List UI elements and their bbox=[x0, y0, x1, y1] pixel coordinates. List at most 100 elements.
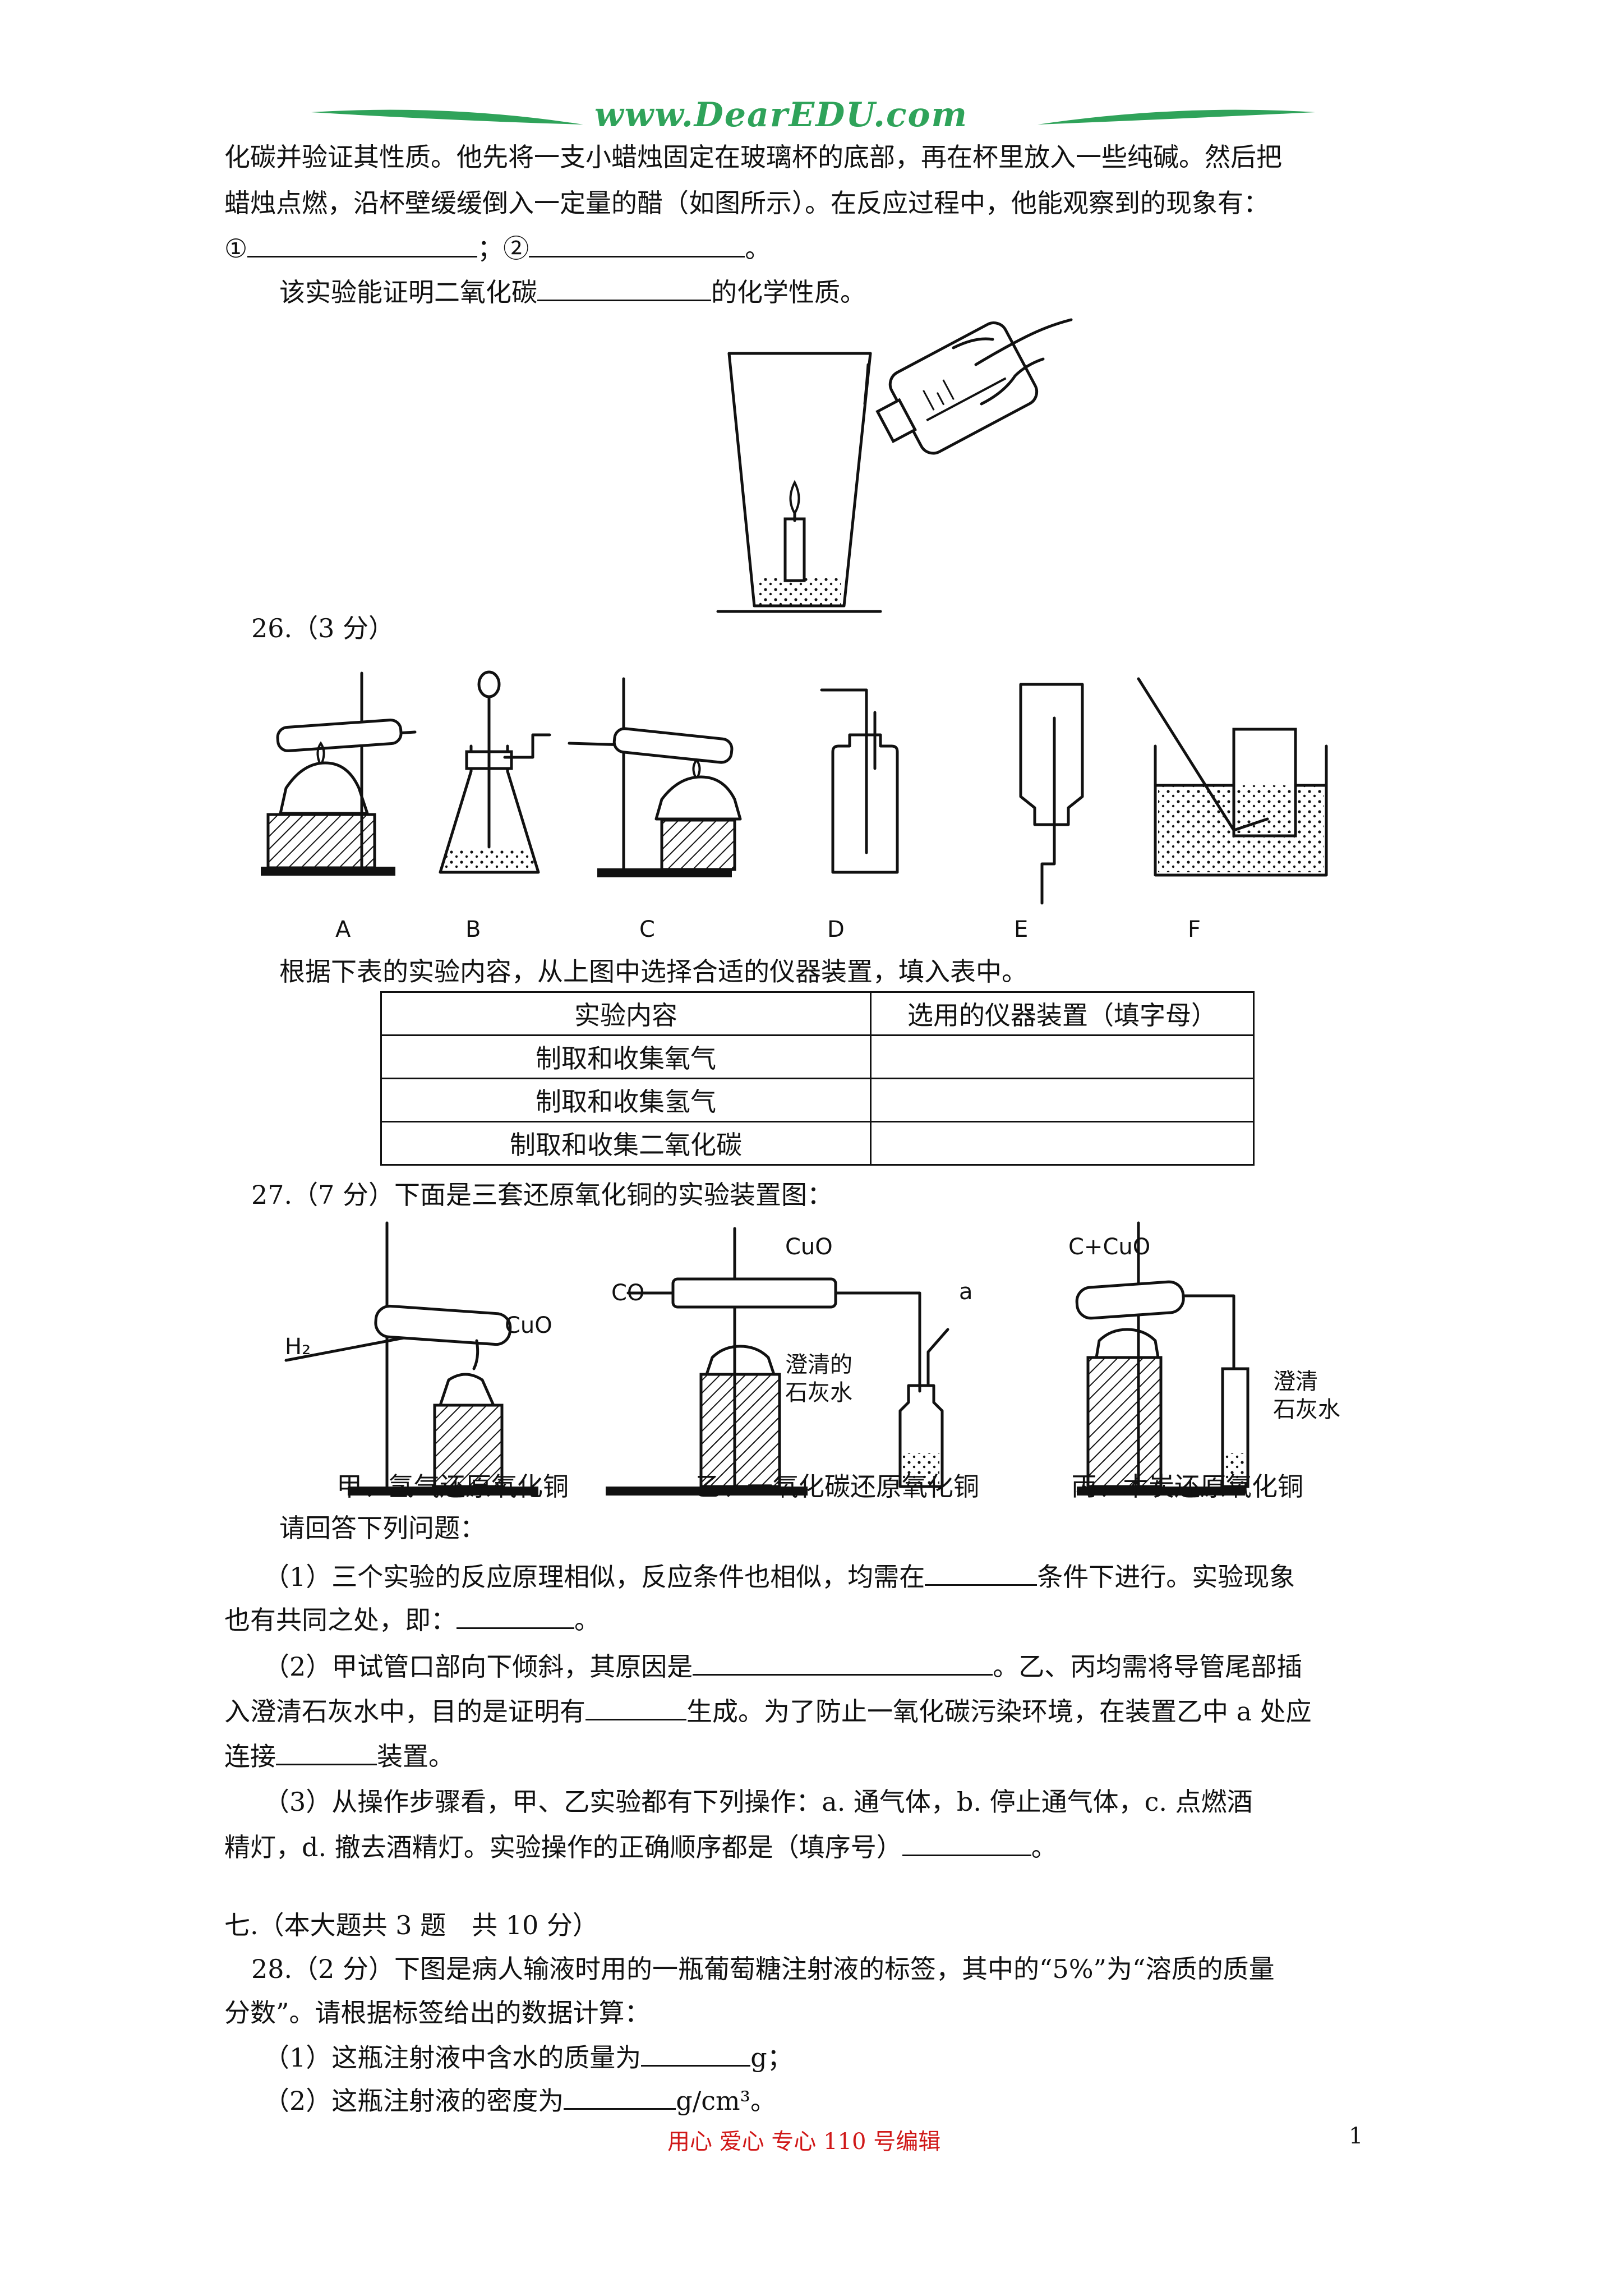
apparatus-label-a: A bbox=[335, 917, 351, 942]
q25-semicolon: ； bbox=[477, 233, 504, 264]
table-answer-cell[interactable] bbox=[870, 1034, 1255, 1079]
apparatus-label-b: B bbox=[465, 917, 481, 942]
q25-line4: 该实验能证明二氧化碳 的化学性质。 bbox=[279, 274, 866, 310]
apparatus-b bbox=[439, 670, 551, 874]
q28-blank-density[interactable] bbox=[564, 2082, 676, 2110]
q27-p2-c: 入澄清石灰水中，目的是证明有 bbox=[224, 1696, 585, 1727]
q27-p1-line2: 也有共同之处，即： 。 bbox=[224, 1602, 600, 1638]
q25-line2: 蜡烛点燃，沿杯壁缓缓倒入一定量的醋（如图所示）。在反应过程中，他能观察到的现象有… bbox=[224, 188, 1269, 218]
table-header-row: 实验内容 选用的仪器装置（填字母） bbox=[380, 991, 1255, 1036]
apparatus-d bbox=[820, 688, 899, 874]
q28-p1-b: g； bbox=[750, 2042, 793, 2073]
section7-heading: 七.（本大题共 3 题 共 10 分） bbox=[224, 1910, 598, 1940]
fig-label-a: a bbox=[959, 1279, 973, 1305]
q25-blank3[interactable] bbox=[537, 274, 711, 301]
q26-heading: 26.（3 分） bbox=[251, 613, 395, 643]
apparatus-label-c: C bbox=[639, 917, 655, 942]
q27-blank-product[interactable] bbox=[585, 1693, 686, 1720]
header-site-name[interactable]: www.DearEDU.com bbox=[594, 95, 969, 135]
q25-period: 。 bbox=[745, 233, 771, 264]
q27-p2-line2: 入澄清石灰水中，目的是证明有 生成。为了防止一氧化碳污染环境，在装置乙中 a 处应 bbox=[224, 1693, 1312, 1729]
q27-blank-reason[interactable] bbox=[693, 1648, 993, 1676]
table-row: 制取和收集二氧化碳 bbox=[380, 1121, 1255, 1166]
table-cell: 制取和收集氧气 bbox=[380, 1034, 872, 1079]
header-banner bbox=[311, 109, 1315, 125]
q25-blank1[interactable] bbox=[247, 230, 478, 257]
q27-heading: 27.（7 分）下面是三套还原氧化铜的实验装置图： bbox=[251, 1180, 833, 1210]
q27-p3-line2: 精灯，d. 撤去酒精灯。实验操作的正确顺序都是（填序号） 。 bbox=[224, 1829, 1057, 1865]
q27-p1-d: 。 bbox=[574, 1605, 600, 1635]
q27-p2-b: 。乙、丙均需将导管尾部插 bbox=[993, 1651, 1303, 1682]
apparatus-label-e: E bbox=[1014, 917, 1029, 942]
q25-circle1: ① bbox=[224, 233, 248, 264]
q27-p3-line1: （3）从操作步骤看，甲、乙实验都有下列操作：a. 通气体，b. 停止通气体，c.… bbox=[264, 1787, 1253, 1817]
fig-label-c-cuo: C+CuO bbox=[1068, 1234, 1151, 1260]
q27-blank-condition[interactable] bbox=[925, 1558, 1038, 1586]
q25-line1: 化碳并验证其性质。他先将一支小蜡烛固定在玻璃杯的底部，再在杯里放入一些纯碱。然后… bbox=[224, 142, 1282, 172]
q25-line4-post: 的化学性质。 bbox=[711, 277, 866, 307]
q27-prompt: 请回答下列问题： bbox=[279, 1513, 486, 1543]
q27-p2-d: 生成。为了防止一氧化碳污染环境，在装置乙中 a 处应 bbox=[686, 1696, 1312, 1727]
fig-label-limewater-bing-1: 澄清 bbox=[1273, 1369, 1318, 1395]
q27-p1-a: （1）三个实验的反应原理相似，反应条件也相似，均需在 bbox=[264, 1562, 925, 1592]
footer-text: 用心 爱心 专心 110 号编辑 bbox=[667, 2129, 941, 2155]
apparatus-a bbox=[261, 671, 417, 876]
q28-p2-a: （2）这瓶注射液的密度为 bbox=[264, 2086, 564, 2116]
fig-label-cuo-yi: CuO bbox=[785, 1234, 833, 1260]
fig-label-limewater-bing-2: 石灰水 bbox=[1273, 1397, 1340, 1423]
fig-label-cuo-jia: CuO bbox=[505, 1313, 552, 1338]
q27-p2-line3: 连接 装置。 bbox=[224, 1738, 454, 1774]
table-answer-cell[interactable] bbox=[870, 1121, 1255, 1166]
q27-caption-yi: 乙、一氧化碳还原氧化铜 bbox=[695, 1471, 979, 1502]
q27-blank-phenomenon[interactable] bbox=[457, 1602, 574, 1629]
table-header-cell: 实验内容 bbox=[380, 991, 872, 1036]
q28-line2: 分数”。请根据标签给出的数据计算： bbox=[224, 1998, 651, 2028]
q27-p3-b: 精灯，d. 撤去酒精灯。实验操作的正确顺序都是（填序号） bbox=[224, 1832, 902, 1862]
q27-caption-bing: 丙、木炭还原氧化铜 bbox=[1071, 1471, 1303, 1502]
fig-label-h2: H₂ bbox=[285, 1334, 311, 1360]
q27-p1-line1: （1）三个实验的反应原理相似，反应条件也相似，均需在 条件下进行。实验现象 bbox=[264, 1558, 1295, 1595]
page-number: 1 bbox=[1349, 2123, 1363, 2149]
apparatus-label-d: D bbox=[827, 917, 845, 942]
apparatus-c bbox=[568, 677, 742, 877]
table-header-cell: 选用的仪器装置（填字母） bbox=[870, 991, 1255, 1036]
q28-blank-water-mass[interactable] bbox=[641, 2039, 751, 2067]
table-row: 制取和收集氧气 bbox=[380, 1034, 1255, 1079]
q28-p2: （2）这瓶注射液的密度为 g/cm³。 bbox=[264, 2082, 776, 2119]
q28-p2-b: g/cm³。 bbox=[676, 2086, 777, 2116]
q27-p2-f: 装置。 bbox=[377, 1741, 454, 1772]
q25-line4-pre: 该实验能证明二氧化碳 bbox=[279, 277, 537, 307]
apparatus-e bbox=[1019, 683, 1084, 905]
q25-line3: ① ；② 。 bbox=[224, 230, 771, 266]
q27-p1-b: 条件下进行。实验现象 bbox=[1037, 1562, 1295, 1592]
table-row: 制取和收集氢气 bbox=[380, 1078, 1255, 1122]
fig-label-co: CO bbox=[611, 1280, 645, 1306]
q28-line1: 28.（2 分）下图是病人输液时用的一瓶葡萄糖注射液的标签，其中的“5%”为“溶… bbox=[251, 1954, 1275, 1984]
q27-p2-line1: （2）甲试管口部向下倾斜，其原因是 。乙、丙均需将导管尾部插 bbox=[264, 1648, 1302, 1685]
q25-blank2[interactable] bbox=[529, 230, 745, 257]
q26-answer-table: 实验内容 选用的仪器装置（填字母） 制取和收集氧气 制取和收集氢气 制取和收集二… bbox=[380, 991, 1255, 1166]
table-cell: 制取和收集二氧化碳 bbox=[380, 1121, 872, 1166]
fig-label-limewater-yi-1: 澄清的 bbox=[785, 1352, 852, 1378]
apparatus-bing bbox=[1075, 1221, 1249, 1496]
q26-apparatus-figure bbox=[261, 670, 1328, 905]
q27-blank-order[interactable] bbox=[902, 1829, 1031, 1856]
apparatus-label-f: F bbox=[1188, 917, 1201, 942]
q25-figure-candle-cup bbox=[716, 318, 1073, 613]
table-cell: 制取和收集氢气 bbox=[380, 1078, 872, 1122]
apparatus-f bbox=[1137, 677, 1328, 877]
q27-p1-c: 也有共同之处，即： bbox=[224, 1605, 457, 1635]
table-answer-cell[interactable] bbox=[870, 1078, 1255, 1122]
q28-p1-a: （1）这瓶注射液中含水的质量为 bbox=[264, 2042, 642, 2073]
q26-instruction: 根据下表的实验内容，从上图中选择合适的仪器装置，填入表中。 bbox=[279, 956, 1027, 987]
q28-p1: （1）这瓶注射液中含水的质量为 g； bbox=[264, 2039, 793, 2076]
apparatus-jia bbox=[284, 1221, 538, 1496]
q27-p2-e: 连接 bbox=[224, 1741, 276, 1772]
q27-p3-c: 。 bbox=[1031, 1832, 1057, 1862]
apparatus-yi bbox=[606, 1227, 949, 1496]
q25-circle2: ② bbox=[503, 233, 529, 264]
q27-p2-a: （2）甲试管口部向下倾斜，其原因是 bbox=[264, 1651, 693, 1682]
fig-label-limewater-yi-2: 石灰水 bbox=[785, 1380, 852, 1406]
q27-caption-jia: 甲、氢气还原氧化铜 bbox=[336, 1471, 569, 1502]
q27-blank-device[interactable] bbox=[276, 1738, 377, 1765]
